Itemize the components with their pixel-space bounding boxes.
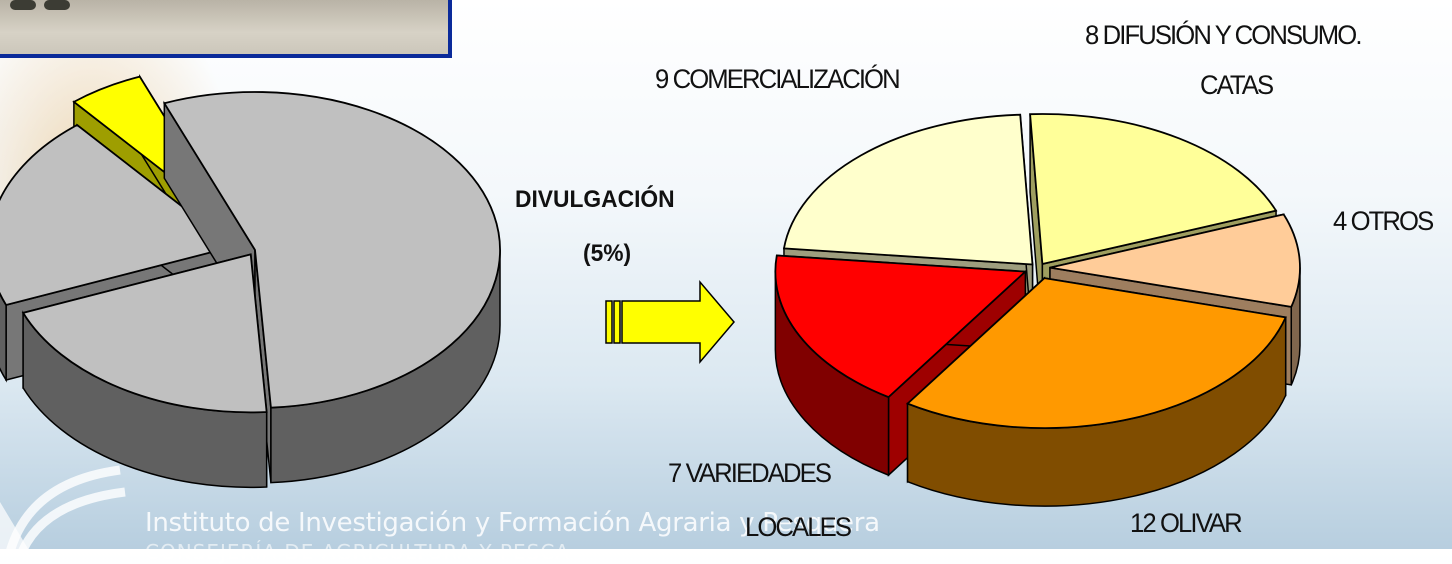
- junta-logo-icon: [0, 465, 126, 552]
- pie-slice: [905, 276, 1287, 507]
- label-difusion-line2: CATAS: [1200, 70, 1274, 100]
- header-photo: [0, 0, 452, 58]
- label-difusion-line1: 8 DIFUSIÓN Y CONSUMO.: [1085, 20, 1362, 50]
- label-variedades-line1: 7 VARIEDADES: [668, 458, 832, 488]
- label-variedades-line2: LOCALES: [745, 512, 852, 542]
- label-otros: 4 OTROS: [1333, 206, 1434, 236]
- photo-detail: [10, 0, 36, 10]
- photo-detail: [44, 0, 70, 10]
- pie-charts: [0, 73, 1301, 507]
- right-pie-chart: [774, 113, 1301, 507]
- label-olivar: 12 OLIVAR: [1130, 508, 1243, 538]
- pie-slice: [21, 253, 268, 489]
- label-divulgacion: DIVULGACIÓN: [515, 186, 675, 213]
- label-divulgacion-percent: (5%): [583, 240, 632, 267]
- left-pie-chart: [0, 73, 501, 489]
- footer-institute: Instituto de Investigación y Formación A…: [145, 508, 880, 538]
- arrow-icon: [605, 279, 735, 365]
- label-comercializacion: 9 COMERCIALIZACIÓN: [655, 64, 901, 94]
